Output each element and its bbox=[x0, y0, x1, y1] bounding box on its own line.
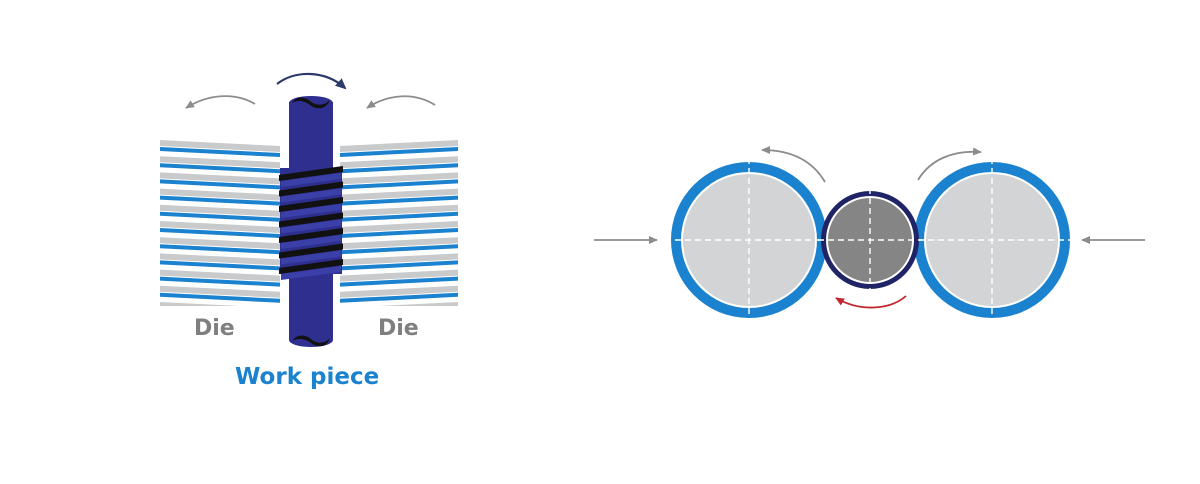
work-piece-top-break bbox=[292, 97, 330, 109]
die-stripe-blue bbox=[160, 292, 280, 303]
die-stripe-gray bbox=[379, 302, 458, 306]
thread-crest bbox=[279, 197, 343, 212]
die-stripe-gray bbox=[340, 237, 458, 250]
thread-crest bbox=[279, 259, 343, 274]
work-piece bbox=[279, 96, 343, 347]
left-roller bbox=[665, 158, 833, 322]
die-stripe-blue bbox=[340, 276, 458, 287]
die-stripe-gray bbox=[160, 172, 280, 185]
thread-crest bbox=[279, 212, 343, 228]
thread-flank bbox=[281, 188, 341, 203]
die-stripe-blue bbox=[340, 260, 458, 271]
die-stripe-gray bbox=[340, 156, 458, 169]
thread-flank bbox=[281, 204, 341, 218]
die-stripe-gray bbox=[160, 156, 280, 169]
die-stripe-gray bbox=[340, 285, 458, 298]
die-stripe-gray bbox=[340, 140, 458, 152]
die-stripe-blue bbox=[160, 276, 280, 287]
die-left-rotation-icon bbox=[185, 95, 256, 109]
die-stripe-blue bbox=[160, 195, 280, 206]
right-roller bbox=[908, 158, 1076, 322]
left-roller-rotation-icon bbox=[761, 146, 826, 183]
center-rotation-icon bbox=[835, 295, 907, 309]
work-piece-threads bbox=[279, 166, 343, 280]
die-stripe-blue bbox=[340, 163, 458, 174]
die-right-label: Die bbox=[378, 316, 419, 341]
left-die bbox=[160, 140, 280, 306]
work-piece-rotation-icon bbox=[276, 72, 347, 90]
die-stripe-blue bbox=[160, 244, 280, 255]
die-stripe-gray bbox=[160, 302, 240, 306]
die-stripe-gray bbox=[160, 188, 280, 201]
die-stripe-gray bbox=[160, 285, 280, 298]
die-stripe-gray bbox=[340, 269, 458, 282]
die-stripe-blue bbox=[340, 292, 458, 303]
die-stripe-gray bbox=[160, 140, 280, 152]
die-stripe-gray bbox=[340, 188, 458, 201]
die-stripe-blue bbox=[340, 147, 458, 157]
die-stripe-blue bbox=[340, 179, 458, 190]
die-stripe-gray bbox=[160, 221, 280, 233]
die-stripe-gray bbox=[340, 221, 458, 233]
thread-flank bbox=[281, 173, 341, 187]
die-right-rotation-icon bbox=[366, 95, 436, 109]
die-stripe-blue bbox=[160, 260, 280, 271]
thread-flank bbox=[281, 235, 341, 249]
die-stripe-blue bbox=[160, 163, 280, 174]
thread-flank bbox=[281, 250, 341, 265]
die-stripe-gray bbox=[340, 204, 458, 217]
die-stripe-blue bbox=[340, 228, 458, 238]
die-stripe-blue bbox=[340, 195, 458, 206]
die-stripe-gray bbox=[160, 269, 280, 282]
thread-crest bbox=[279, 243, 343, 259]
die-stripe-gray bbox=[160, 204, 280, 217]
thread-flank bbox=[281, 266, 341, 280]
die-stripe-gray bbox=[160, 253, 280, 266]
work-piece-shaft-top bbox=[289, 102, 333, 172]
die-stripe-blue bbox=[160, 179, 280, 190]
thread-crest bbox=[279, 181, 343, 197]
die-stripe-gray bbox=[340, 172, 458, 185]
thread-crest bbox=[279, 228, 343, 243]
work-piece-label: Work piece bbox=[235, 364, 380, 390]
die-stripe-blue bbox=[340, 244, 458, 255]
thread-crest bbox=[279, 166, 343, 181]
work-piece-shaft-bottom bbox=[289, 270, 333, 340]
die-stripe-gray bbox=[160, 237, 280, 250]
thread-flank bbox=[281, 219, 341, 234]
right-die bbox=[340, 140, 458, 306]
die-stripe-blue bbox=[160, 211, 280, 222]
die-stripe-blue bbox=[160, 228, 280, 238]
die-stripe-blue bbox=[160, 147, 280, 157]
die-left-label: Die bbox=[194, 316, 235, 341]
work-piece-bottom-break bbox=[292, 335, 330, 347]
center-work-piece bbox=[818, 188, 922, 292]
right-roller-rotation-icon bbox=[917, 147, 982, 181]
die-stripe-gray bbox=[340, 253, 458, 266]
die-stripe-blue bbox=[340, 211, 458, 222]
